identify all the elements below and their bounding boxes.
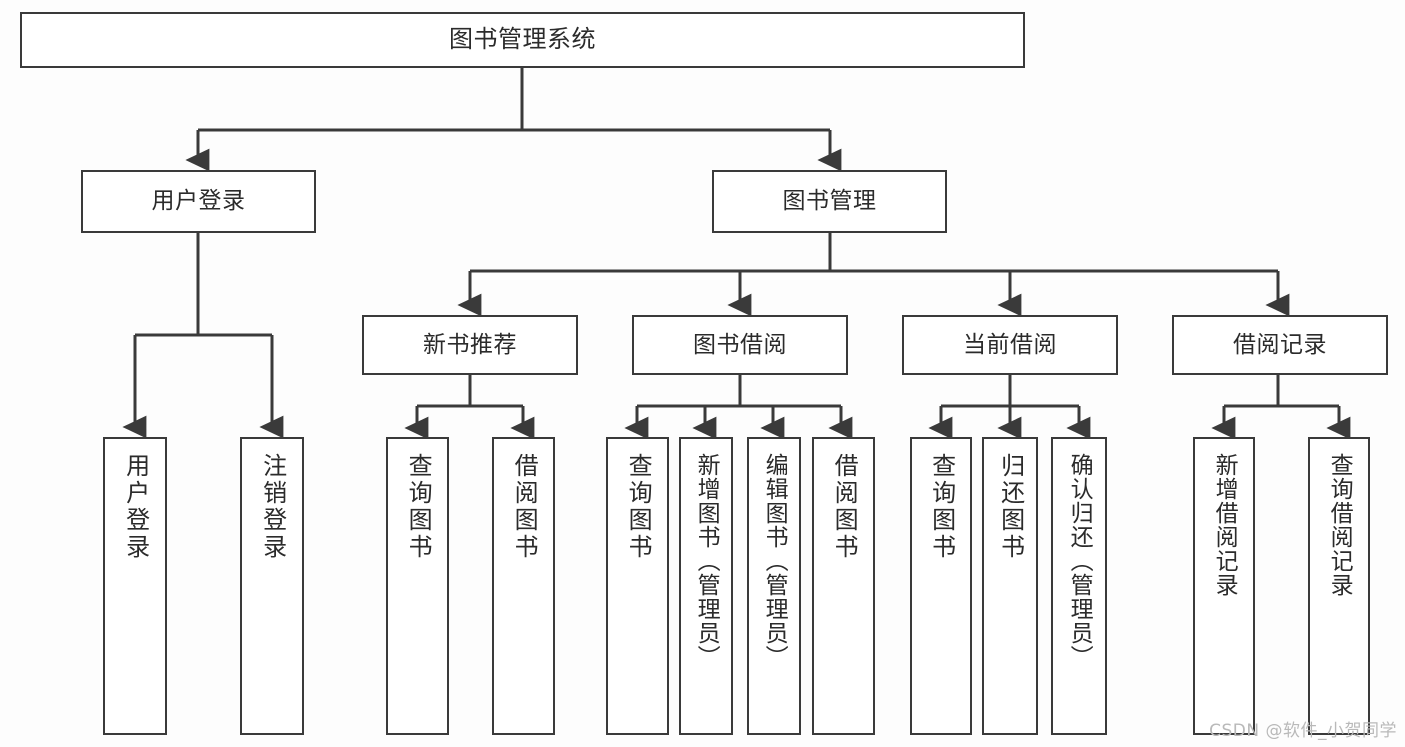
node-leaf-query-book-2-label: 查询图书: [624, 453, 653, 561]
node-borrow-record[interactable]: 借阅记录: [1172, 315, 1388, 375]
watermark: CSDN @软件_小贺同学: [1209, 721, 1397, 741]
node-leaf-query-book-1-label: 查询图书: [404, 453, 433, 561]
node-leaf-return-book[interactable]: 归还图书: [982, 437, 1038, 735]
node-root[interactable]: 图书管理系统: [20, 12, 1025, 68]
node-leaf-add-book-label: 新增图书（管理员）: [693, 453, 720, 669]
node-leaf-confirm-return[interactable]: 确认归还（管理员）: [1051, 437, 1107, 735]
node-leaf-user-login-label: 用户登录: [121, 453, 150, 561]
node-leaf-add-record[interactable]: 新增借阅记录: [1193, 437, 1255, 735]
node-leaf-borrow-book-1-label: 借阅图书: [510, 453, 539, 561]
node-leaf-query-book-1[interactable]: 查询图书: [386, 437, 449, 735]
node-leaf-borrow-book-2-label: 借阅图书: [830, 453, 859, 561]
node-leaf-add-book[interactable]: 新增图书（管理员）: [679, 437, 733, 735]
node-new-book-recommend-label: 新书推荐: [423, 331, 517, 358]
node-book-manage[interactable]: 图书管理: [712, 170, 947, 233]
node-user-login[interactable]: 用户登录: [81, 170, 316, 233]
node-book-manage-label: 图书管理: [782, 188, 877, 215]
node-leaf-return-book-label: 归还图书: [996, 453, 1025, 561]
node-leaf-edit-book-label: 编辑图书（管理员）: [761, 453, 788, 669]
node-leaf-borrow-book-2[interactable]: 借阅图书: [812, 437, 875, 735]
node-borrow-record-label: 借阅记录: [1233, 331, 1327, 358]
node-leaf-borrow-book-1[interactable]: 借阅图书: [492, 437, 555, 735]
node-root-label: 图书管理系统: [449, 25, 596, 54]
node-leaf-query-record[interactable]: 查询借阅记录: [1308, 437, 1370, 735]
node-leaf-query-book-2[interactable]: 查询图书: [606, 437, 669, 735]
node-leaf-user-login[interactable]: 用户登录: [103, 437, 167, 735]
node-current-borrow-label: 当前借阅: [963, 331, 1057, 358]
node-user-login-label: 用户登录: [151, 188, 246, 215]
node-new-book-recommend[interactable]: 新书推荐: [362, 315, 578, 375]
node-leaf-query-record-label: 查询借阅记录: [1326, 453, 1353, 597]
node-book-borrow-label: 图书借阅: [693, 331, 787, 358]
node-leaf-edit-book[interactable]: 编辑图书（管理员）: [747, 437, 801, 735]
node-leaf-confirm-return-label: 确认归还（管理员）: [1066, 453, 1093, 669]
node-leaf-query-book-3[interactable]: 查询图书: [910, 437, 972, 735]
node-leaf-logout[interactable]: 注销登录: [240, 437, 304, 735]
node-leaf-add-record-label: 新增借阅记录: [1211, 453, 1238, 597]
node-book-borrow[interactable]: 图书借阅: [632, 315, 848, 375]
node-leaf-query-book-3-label: 查询图书: [927, 453, 956, 561]
node-current-borrow[interactable]: 当前借阅: [902, 315, 1118, 375]
node-leaf-logout-label: 注销登录: [258, 453, 287, 561]
